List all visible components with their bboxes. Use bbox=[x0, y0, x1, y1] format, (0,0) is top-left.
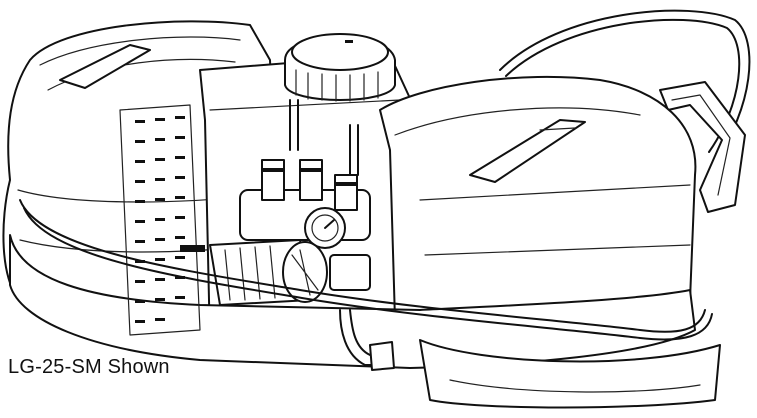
carry-handle-right bbox=[659, 81, 746, 213]
fill-cap bbox=[284, 33, 396, 102]
hose-right-loop bbox=[499, 9, 751, 161]
hose-front bbox=[19, 199, 706, 333]
model-caption: LG-25-SM Shown bbox=[8, 356, 170, 378]
pump-assembly bbox=[180, 159, 371, 306]
